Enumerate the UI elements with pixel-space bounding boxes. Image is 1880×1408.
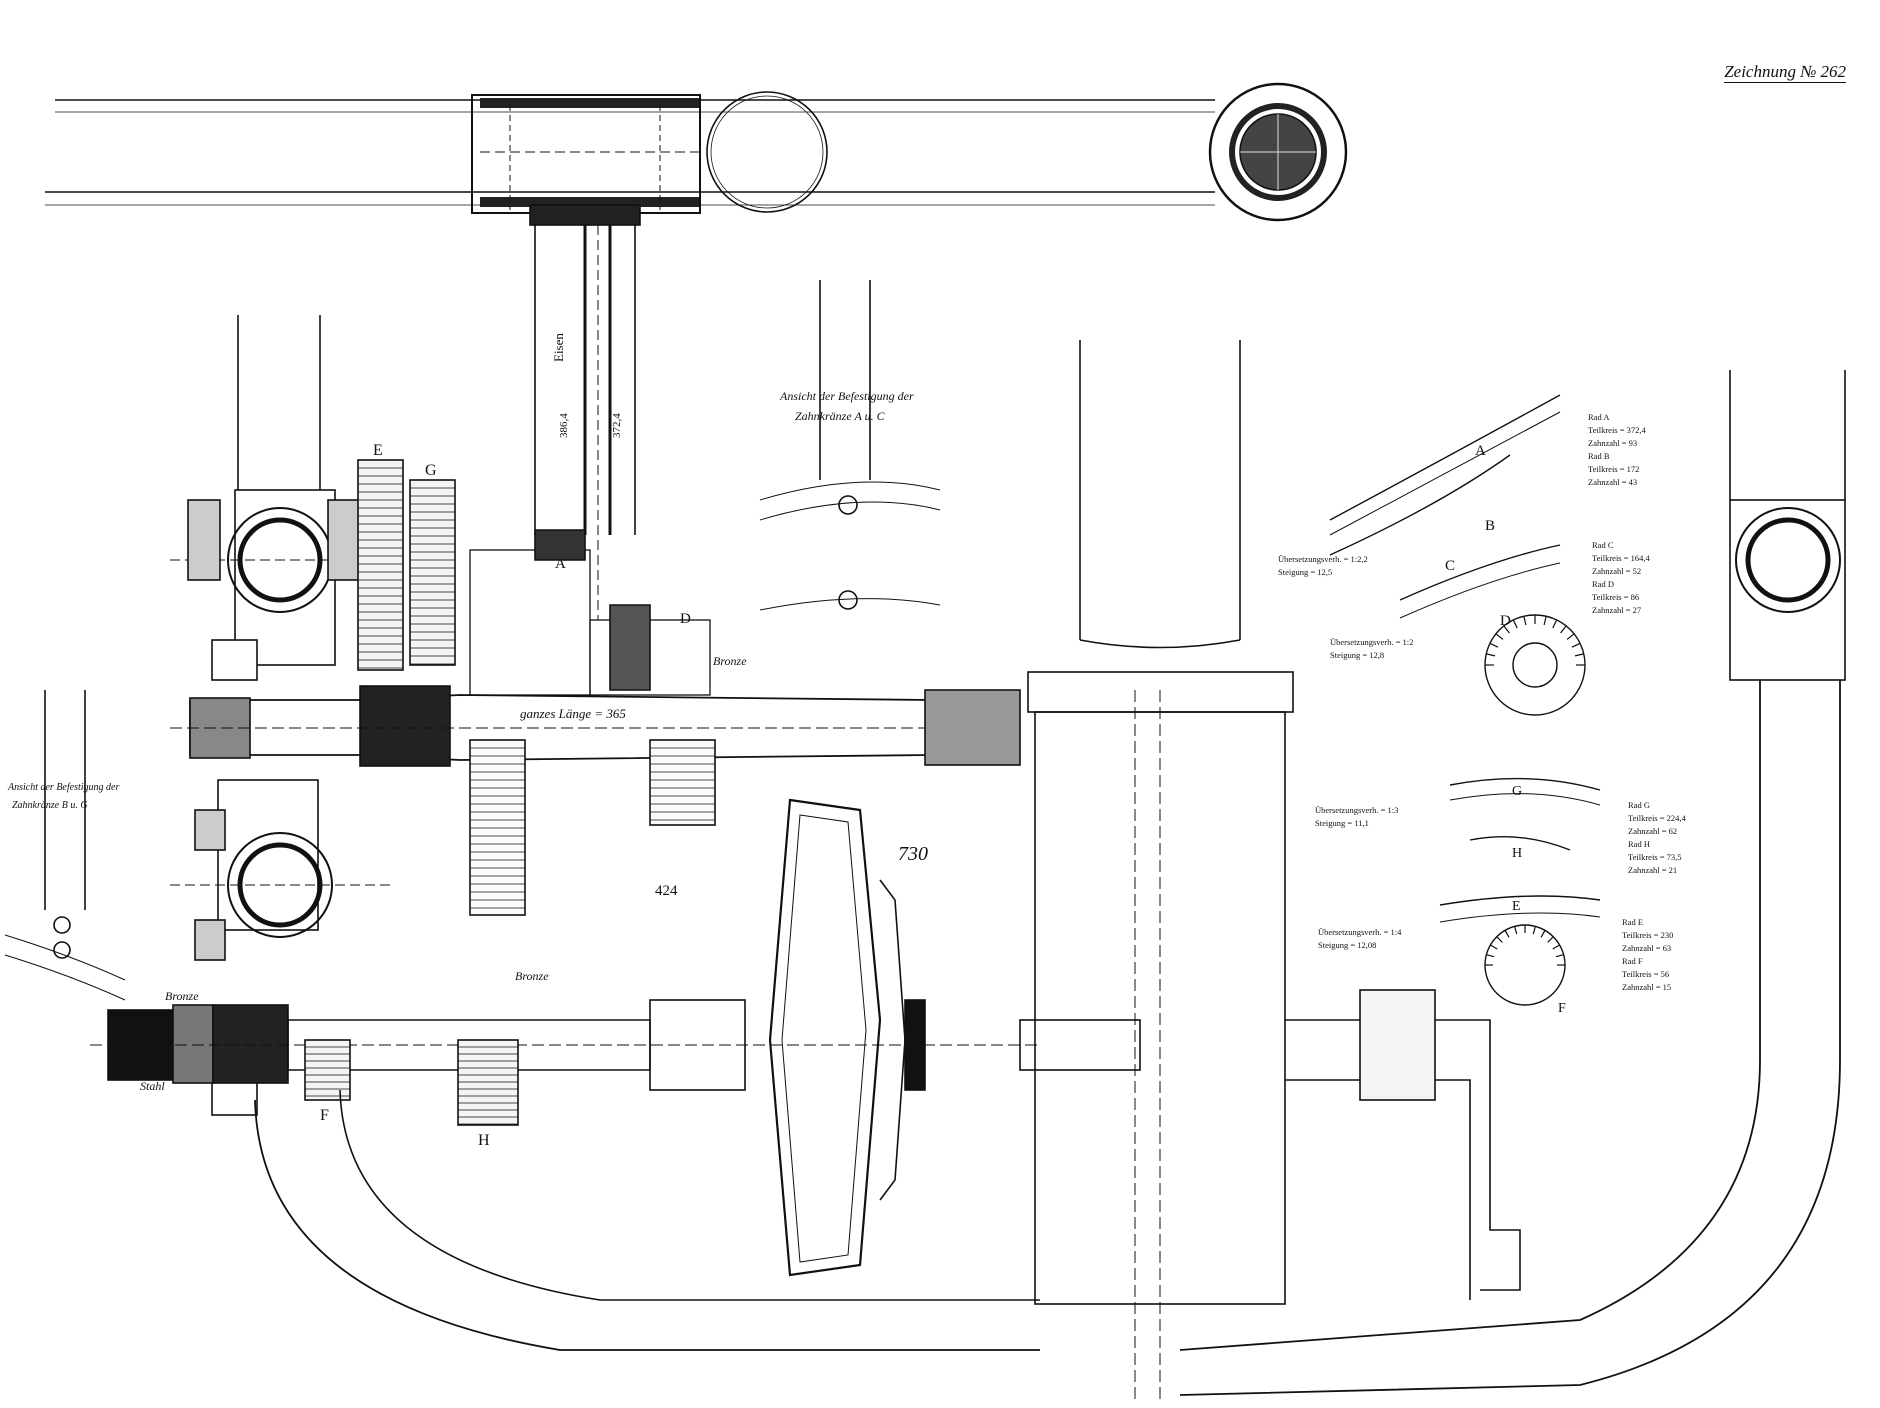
mesh-letter-F: F [1558,1001,1566,1016]
label-steel: Stahl [140,1079,165,1093]
detail-bg-title-2: Zahnkränze B u. G [12,800,88,811]
t4-pitch: Steigung = 12,08 [1318,940,1376,950]
mesh-letter-E: E [1512,899,1521,914]
t4-ratio: Übersetzungsverh. = 1:4 [1318,927,1402,937]
mesh-letter-B: B [1485,518,1495,534]
t2-r4: Teilkreis = 86 [1592,592,1639,602]
gear-A-hatch [650,747,715,821]
dim-center-distance: 424 [655,883,678,899]
detail-ac-title-1: Ansicht der Befestigung der [779,389,914,403]
t4-r1: Teilkreis = 230 [1622,930,1673,940]
label-bronze-lower: Bronze [515,969,549,983]
dim-386: 386,4 [558,413,570,438]
t2-r3: Rad D [1592,579,1614,589]
detail-bg-title-1: Ansicht der Befestigung der [7,782,119,793]
gear-mesh-ef: E F [1439,895,1601,1016]
gear-G-hatch [410,487,455,665]
t4-r0: Rad E [1622,917,1643,927]
gear-mesh-gh: G H [1449,777,1601,861]
mesh-letter-A: A [1475,443,1486,459]
t2-pitch: Steigung = 12,8 [1330,650,1384,660]
t1-r0: Rad A [1588,412,1610,422]
gear-letter-G: G [425,462,437,479]
gear-F-teeth [1485,925,1565,966]
gear-D-teeth [1485,615,1585,666]
gear-mesh-ab: A B [1329,394,1561,556]
t1-ratio: Übersetzungsverh. = 1:2,2 [1278,554,1368,564]
upper-gears: E G A D Bronze [357,442,747,916]
t3-r2: Zahnzahl = 62 [1628,826,1677,836]
mesh-letter-D: D [1500,613,1511,629]
flywheel: 730 424 [655,798,928,1277]
gear-B-hatch [470,747,525,909]
t3-r0: Rad G [1628,800,1650,810]
lower-shaft: Bronze Stahl Bronze F H [90,969,1141,1149]
t4-r5: Zahnzahl = 15 [1622,982,1671,992]
t2-ratio: Übersetzungsverh. = 1:2 [1330,637,1413,647]
dim-flywheel: 730 [898,843,928,865]
gear-table-3: Rad G Teilkreis = 224,4 Zahnzahl = 62 Ra… [1315,800,1687,875]
gear-letter-A-side: A [555,556,566,572]
t3-pitch: Steigung = 11,1 [1315,818,1369,828]
mesh-letter-G: G [1512,784,1522,799]
right-frame [1179,370,1846,1396]
label-bronze-left: Bronze [165,989,199,1003]
t1-r4: Teilkreis = 172 [1588,464,1639,474]
t1-r2: Zahnzahl = 93 [1588,438,1637,448]
t1-pitch: Steigung = 12,5 [1278,567,1332,577]
dim-372: 372,4 [611,413,623,438]
t3-r4: Teilkreis = 73,5 [1628,852,1682,862]
left-frame [170,315,390,1116]
t2-r5: Zahnzahl = 27 [1592,605,1641,615]
dim-total-length: ganzes Länge = 365 [520,706,626,721]
gear-mesh-cd: C D [1399,544,1586,716]
t1-r5: Zahnzahl = 43 [1588,477,1637,487]
t3-r1: Teilkreis = 224,4 [1628,813,1687,823]
t1-r1: Teilkreis = 372,4 [1588,425,1647,435]
detail-ac-title-2: Zahnkränze A u. C [795,409,886,423]
gear-letter-D-side: D [680,611,691,627]
t4-r4: Teilkreis = 56 [1622,969,1669,979]
top-beam [45,82,1348,222]
t1-r3: Rad B [1588,451,1610,461]
gear-letter-F: F [320,1107,329,1124]
t4-r2: Zahnzahl = 63 [1622,943,1671,953]
gear-table-1: Rad A Teilkreis = 372,4 Zahnzahl = 93 Ra… [1278,412,1647,577]
t3-r5: Zahnzahl = 21 [1628,865,1677,875]
central-column [1027,340,1521,1400]
mesh-letter-C: C [1445,558,1455,574]
gear-H-hatch [458,1046,518,1125]
detail-view-bg: Ansicht der Befestigung der Zahnkränze B… [4,690,126,1001]
t2-r2: Zahnzahl = 52 [1592,566,1641,576]
mesh-letter-H: H [1512,846,1522,861]
gear-letter-H: H [478,1132,490,1149]
t2-r1: Teilkreis = 164,4 [1592,553,1651,563]
upper-shaft: ganzes Länge = 365 [170,685,1021,767]
gear-table-4: Rad E Teilkreis = 230 Zahnzahl = 63 Rad … [1318,917,1673,992]
detail-view-ac: Ansicht der Befestigung der Zahnkränze A… [759,280,941,611]
vertical-hanger: Eisen 386,4 372,4 [529,204,641,620]
t4-r3: Rad F [1622,956,1643,966]
label-bronze-upper: Bronze [713,654,747,668]
gear-E-hatch [358,467,403,669]
t2-r0: Rad C [1592,540,1614,550]
label-iron: Eisen [551,333,566,362]
gear-F-hatch [305,1046,350,1097]
gear-letter-E: E [373,442,383,459]
bottom-frame [254,1089,1040,1351]
sheet-number: Zeichnung № 262 [1724,62,1846,83]
t3-ratio: Übersetzungsverh. = 1:3 [1315,805,1398,815]
t3-r3: Rad H [1628,839,1650,849]
gear-table-2: Rad C Teilkreis = 164,4 Zahnzahl = 52 Ra… [1330,540,1651,660]
